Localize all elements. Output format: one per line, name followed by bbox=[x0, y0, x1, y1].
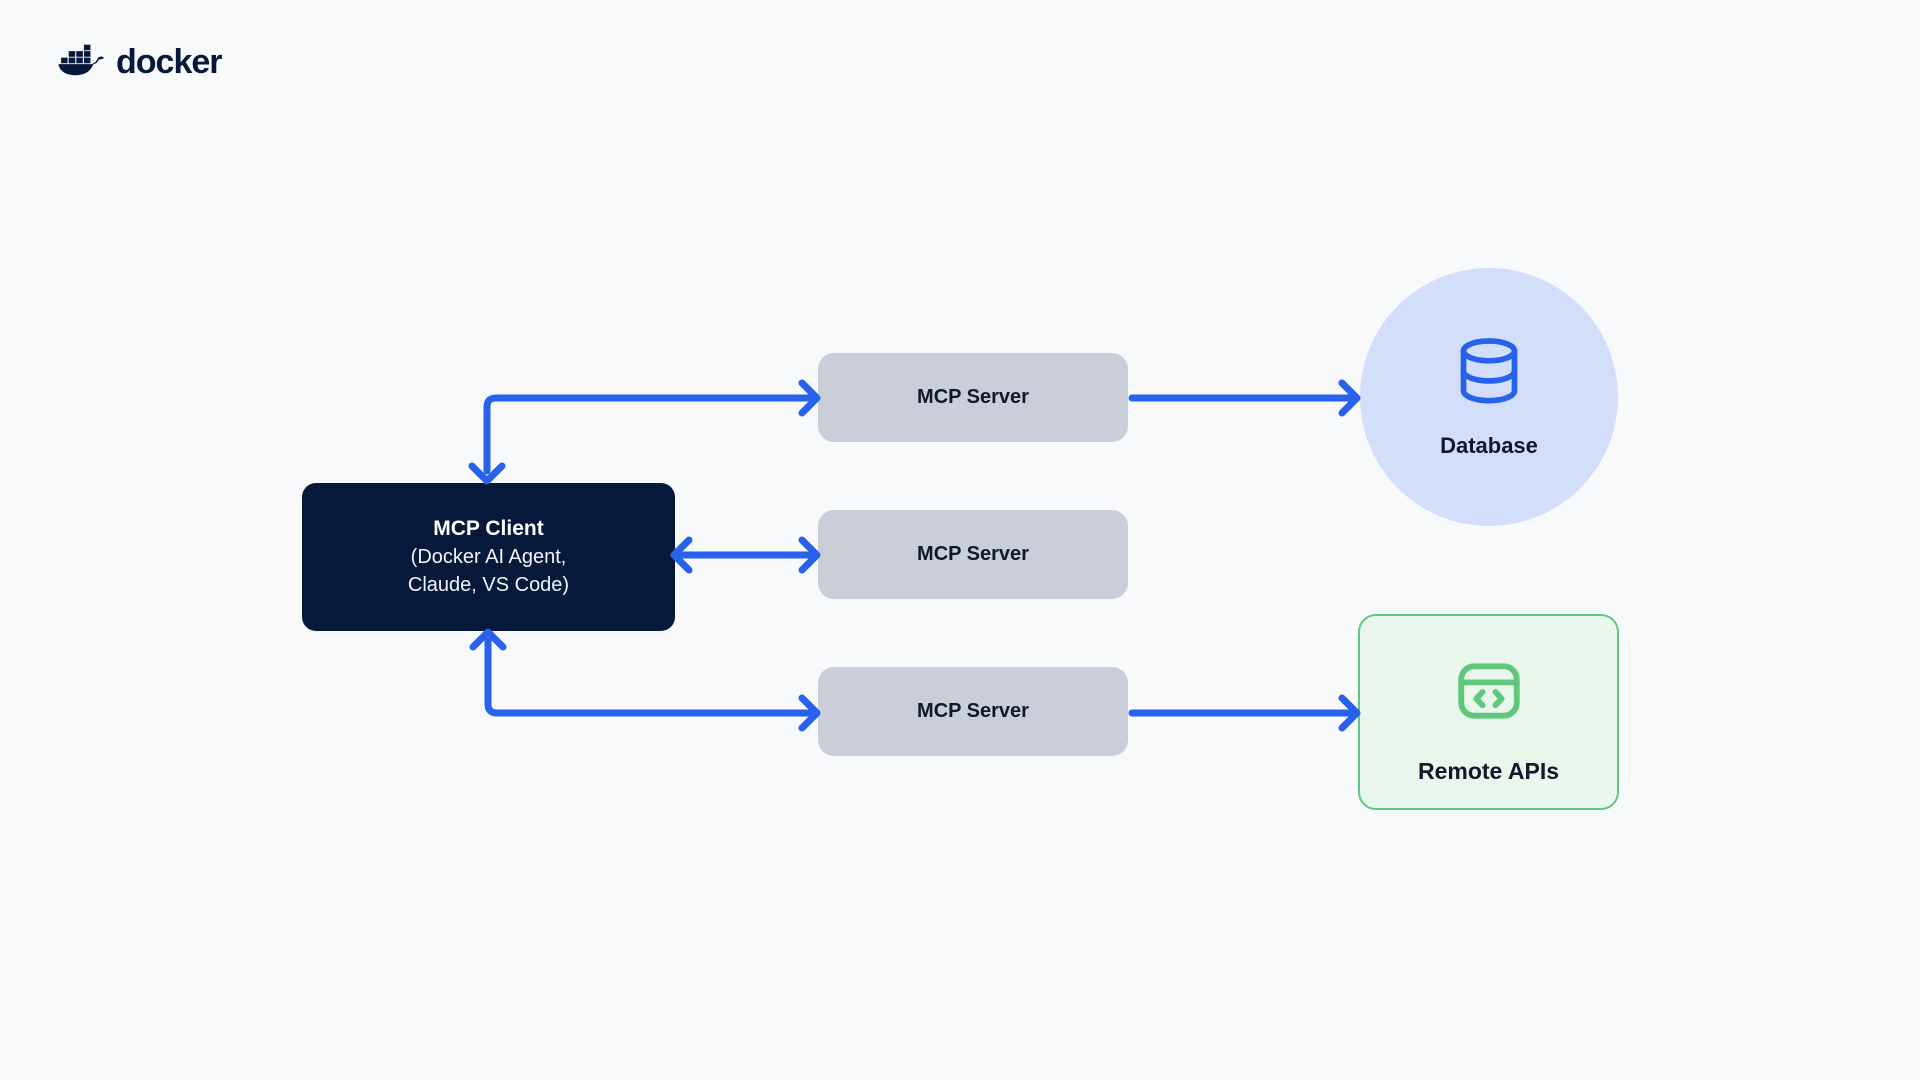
mcp-client-box: MCP Client (Docker AI Agent, Claude, VS … bbox=[302, 483, 675, 631]
database-node: Database bbox=[1360, 268, 1618, 526]
code-window-icon bbox=[1457, 662, 1520, 719]
database-label: Database bbox=[1440, 433, 1538, 458]
arrow-server-to-remote-apis bbox=[1128, 694, 1361, 732]
arrowhead-right-into-server bbox=[798, 536, 821, 574]
arrowhead-right-into-server bbox=[798, 379, 821, 417]
remote-apis-label: Remote APIs bbox=[1417, 757, 1560, 784]
mcp-server-box-top: MCP Server bbox=[818, 353, 1128, 442]
docker-wordmark: docker bbox=[116, 42, 222, 81]
remote-apis-node: Remote APIs bbox=[1358, 614, 1619, 810]
arrow-client-to-bottom-server bbox=[469, 628, 821, 732]
docker-whale-icon bbox=[58, 44, 105, 76]
arrowhead-up-into-client bbox=[469, 628, 507, 651]
mcp-client-subtitle-line-2: Claude, VS Code) bbox=[407, 574, 570, 596]
mcp-client-subtitle-line-1: (Docker AI Agent, bbox=[410, 546, 567, 568]
docker-logo: docker bbox=[55, 38, 222, 79]
arrowhead-down-into-client bbox=[468, 462, 506, 485]
arrowhead-right-into-database bbox=[1338, 379, 1361, 417]
database-cylinder-icon bbox=[1460, 338, 1518, 404]
arrow-client-to-middle-server bbox=[670, 536, 821, 574]
arrow-server-to-database bbox=[1128, 379, 1361, 417]
arrow-client-to-top-server bbox=[468, 379, 821, 485]
arrowhead-right-into-remote-apis bbox=[1338, 694, 1361, 732]
mcp-client-title: MCP Client bbox=[433, 517, 544, 540]
arrowhead-right-into-server bbox=[798, 694, 821, 732]
mcp-server-label: MCP Server bbox=[917, 700, 1029, 722]
mcp-server-label: MCP Server bbox=[917, 543, 1029, 565]
mcp-server-label: MCP Server bbox=[917, 386, 1029, 408]
mcp-server-box-bottom: MCP Server bbox=[818, 667, 1128, 756]
arrowhead-left-into-client bbox=[670, 536, 693, 574]
mcp-server-box-middle: MCP Server bbox=[818, 510, 1128, 599]
